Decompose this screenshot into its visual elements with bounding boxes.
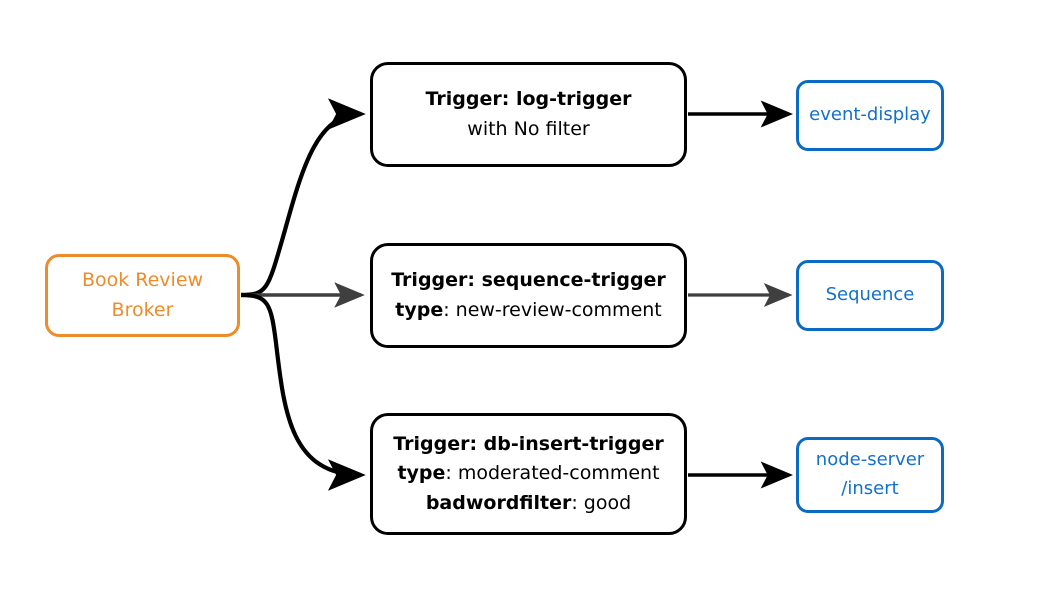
trigger-3-line-3-key: badwordfilter	[425, 491, 572, 514]
broker-label-line-1: Book Review	[81, 269, 204, 292]
broker-label-line-2: Broker	[111, 298, 174, 321]
trigger-1-line-2-value: with No filter	[467, 117, 590, 140]
trigger-3-line-3: badwordfilter: good	[426, 489, 631, 518]
target-1-line-1: event-display	[809, 104, 931, 126]
trigger-2-line-2: type: new-review-comment	[395, 296, 662, 325]
trigger-1-line-1: Trigger: log-trigger	[425, 88, 632, 111]
node-trigger-log-trigger[interactable]: Trigger: log-trigger with No filter	[370, 62, 687, 167]
trigger-3-line-2-value: : moderated-comment	[445, 462, 660, 485]
trigger-3-line-3-value: : good	[571, 491, 632, 514]
trigger-2-line-2-value: : new-review-comment	[443, 298, 662, 321]
node-target-sequence[interactable]: Sequence	[796, 260, 944, 331]
node-book-review-broker[interactable]: Book Review Broker	[45, 254, 240, 337]
trigger-3-line-1: Trigger: db-insert-trigger	[393, 432, 664, 455]
trigger-3-line-2-key: type	[397, 462, 446, 485]
node-trigger-sequence-trigger[interactable]: Trigger: sequence-trigger type: new-revi…	[370, 243, 687, 348]
trigger-2-line-1: Trigger: sequence-trigger	[391, 269, 666, 292]
node-trigger-db-insert-trigger[interactable]: Trigger: db-insert-trigger type: moderat…	[370, 413, 687, 535]
node-target-event-display[interactable]: event-display	[796, 80, 944, 151]
edge-broker-to-db-insert-trigger	[240, 292, 366, 491]
edge-broker-to-log-trigger	[240, 98, 366, 298]
target-3-line-1: node-server	[815, 449, 925, 471]
target-2-line-1: Sequence	[825, 284, 915, 306]
node-target-node-server-insert[interactable]: node-server /insert	[796, 437, 944, 513]
trigger-1-line-2: with No filter	[467, 115, 589, 144]
trigger-2-line-2-key: type	[395, 298, 444, 321]
target-3-line-2: /insert	[841, 478, 899, 499]
trigger-3-line-2: type: moderated-comment	[397, 459, 659, 488]
